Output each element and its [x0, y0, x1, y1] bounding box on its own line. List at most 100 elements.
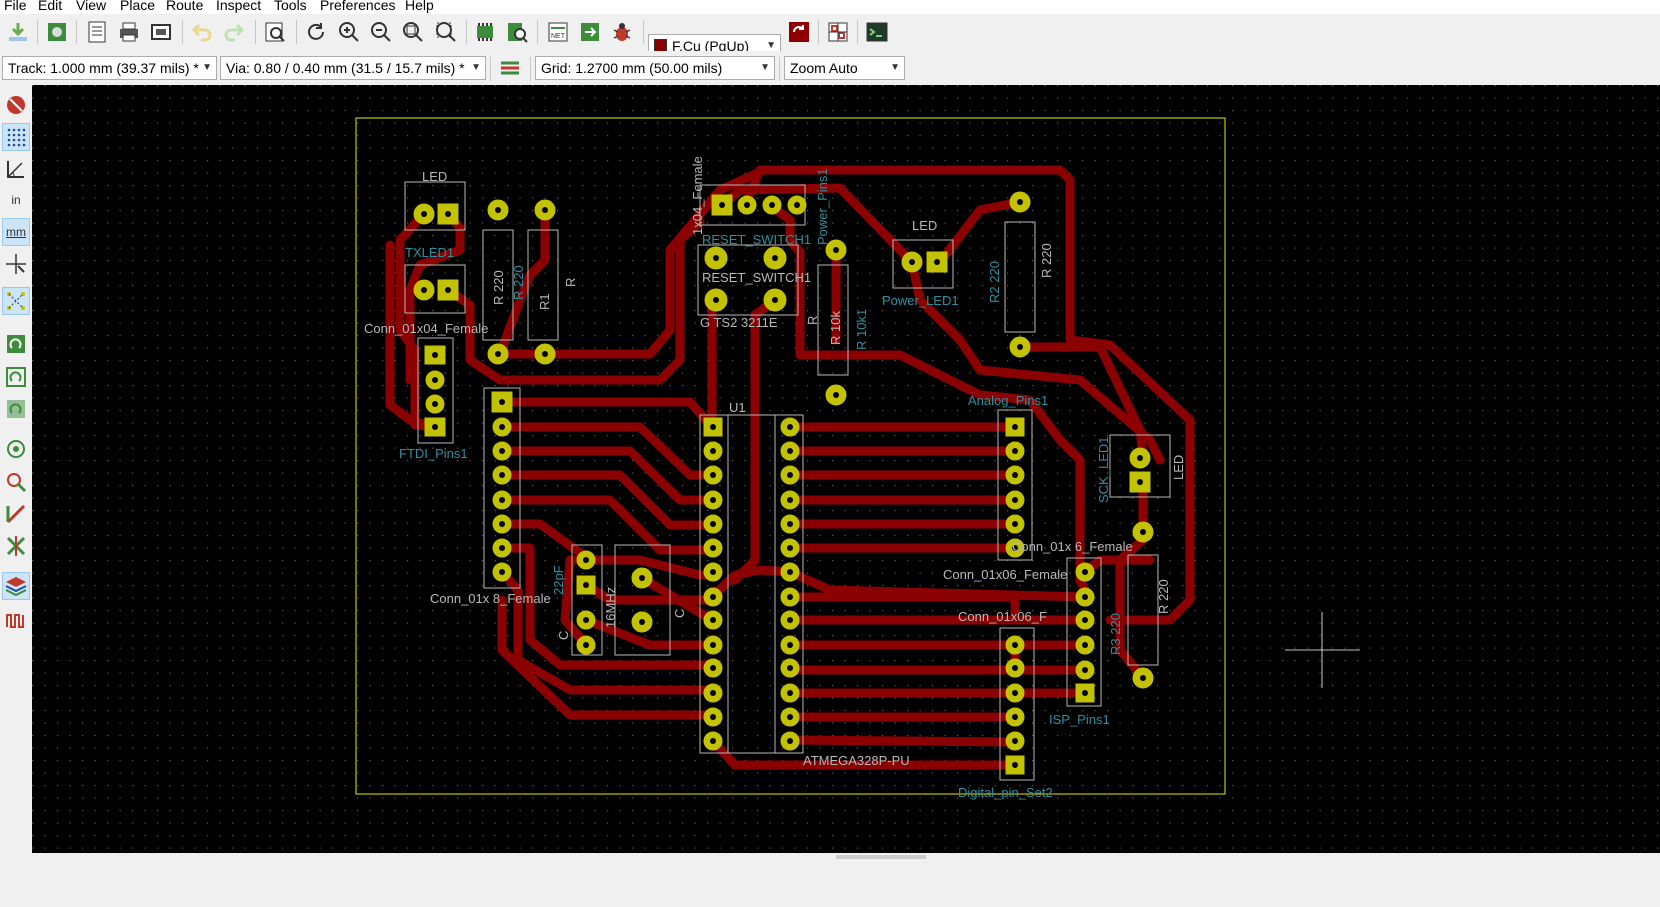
horizontal-scrollbar[interactable]	[836, 855, 926, 859]
scripting-console-icon[interactable]	[863, 18, 891, 46]
zoom-select[interactable]: Zoom Auto▼	[784, 56, 905, 80]
label-conn-01x06-b: Conn_01x06_Female	[943, 567, 1067, 582]
zone-outline-icon[interactable]	[2, 363, 30, 391]
main-toolbar: NET F.Cu (PgUp) ▼	[0, 14, 1660, 58]
update-pcb-icon[interactable]	[576, 18, 604, 46]
label-c22: 22pF	[551, 565, 566, 595]
label-reset-switch-2: RESET_SWITCH1	[702, 270, 811, 285]
label-led-top: LED	[422, 169, 447, 184]
grid-background	[32, 85, 1660, 853]
units-mm-button[interactable]: mm	[2, 218, 30, 246]
via-size-value: Via: 0.80 / 0.40 mm (31.5 / 15.7 mils) *	[226, 60, 465, 76]
grid-select[interactable]: Grid: 1.2700 mm (50.00 mils) ▼	[535, 56, 775, 80]
via-sketch-icon[interactable]	[2, 468, 30, 496]
save-icon[interactable]	[4, 18, 32, 46]
zone-hide-icon[interactable]	[2, 395, 30, 423]
board-edge-outline	[355, 117, 1226, 795]
chevron-down-icon: ▼	[766, 40, 776, 51]
label-led-sck: LED	[1171, 455, 1186, 480]
menu-bar: File Edit View Place Route Inspect Tools…	[0, 0, 1660, 14]
label-ts2: G TS2 3211E	[700, 315, 778, 330]
microwave-tools-icon[interactable]	[824, 18, 852, 46]
via-size-select[interactable]: Via: 0.80 / 0.40 mm (31.5 / 15.7 mils) *…	[220, 56, 486, 80]
label-sck-led: SCK_LED1	[1096, 437, 1111, 503]
label-ftdi: FTDI_Pins1	[399, 446, 468, 461]
high-contrast-icon[interactable]	[2, 532, 30, 560]
footprint-editor-icon[interactable]	[471, 18, 499, 46]
units-inch-label: in	[11, 193, 21, 207]
menu-help[interactable]: Help	[405, 0, 434, 13]
label-conn-01x06-a: Conn_01x 6_Female	[1012, 539, 1133, 554]
label-conn-1x04: Conn_01x04_Female	[364, 321, 488, 336]
label-isp-pins: ISP_Pins1	[1049, 712, 1110, 727]
chevron-down-icon: ▼	[890, 62, 900, 73]
label-r-right: R	[563, 278, 578, 287]
label-r10k1: R 10k1	[854, 309, 869, 350]
menu-file[interactable]: File	[4, 0, 27, 13]
page-settings-icon[interactable]	[83, 18, 111, 46]
pad-sketch-icon[interactable]	[2, 435, 30, 463]
layer-pair-icon[interactable]	[785, 18, 813, 46]
zoom-selection-icon[interactable]	[432, 18, 460, 46]
menu-inspect[interactable]: Inspect	[216, 0, 262, 13]
label-led-power: LED	[912, 218, 937, 233]
label-r3: R3 220	[1108, 613, 1123, 655]
grid-toggle-icon[interactable]	[2, 123, 30, 151]
layers-manager-icon[interactable]	[2, 572, 30, 600]
label-rleft: R	[805, 316, 820, 325]
netlist-icon[interactable]: NET	[544, 18, 572, 46]
label-r220a: R 220	[491, 270, 506, 305]
label-analog-pins: Analog_Pins1	[968, 393, 1048, 408]
label-rx: R 220	[1156, 579, 1171, 614]
menu-tools[interactable]: Tools	[274, 0, 307, 13]
label-r220b: R 220	[511, 265, 526, 300]
bottom-scrollbar-area	[0, 853, 1660, 907]
drc-off-icon[interactable]	[2, 91, 30, 119]
label-power-led: Power_LED1	[882, 293, 959, 308]
label-digital-pin-set2: Digital_pin_Set2	[958, 785, 1053, 800]
microwave-toolbar-icon[interactable]	[2, 605, 30, 633]
show-ratsnest-icon[interactable]	[2, 287, 30, 315]
track-width-select[interactable]: Track: 1.000 mm (39.37 mils) *▼	[2, 56, 217, 80]
menu-place[interactable]: Place	[120, 0, 156, 13]
redo-icon[interactable]	[220, 18, 248, 46]
chevron-down-icon: ▼	[202, 62, 212, 73]
units-inch-button[interactable]: in	[2, 186, 30, 214]
chevron-down-icon: ▼	[760, 62, 770, 73]
menu-route[interactable]: Route	[166, 0, 204, 13]
zoom-fit-icon[interactable]	[399, 18, 427, 46]
undo-icon[interactable]	[188, 18, 216, 46]
layer-select-value: F.Cu (PgUp)	[672, 38, 750, 54]
label-c1: C	[556, 631, 571, 640]
label-r-220-right: R 220	[1039, 243, 1054, 278]
menu-preferences[interactable]: Preferences	[320, 0, 396, 13]
track-sketch-icon[interactable]	[2, 500, 30, 528]
refresh-icon[interactable]	[302, 18, 330, 46]
cursor-shape-icon[interactable]	[2, 250, 30, 278]
drc-bug-icon[interactable]	[608, 18, 636, 46]
label-crystal: 16MHz	[603, 587, 618, 628]
menu-view[interactable]: View	[76, 0, 107, 13]
svg-text:NET: NET	[551, 33, 566, 40]
zone-fill-icon[interactable]	[2, 330, 30, 358]
plot-icon[interactable]	[147, 18, 175, 46]
zoom-out-icon[interactable]	[367, 18, 395, 46]
print-icon[interactable]	[115, 18, 143, 46]
polar-coords-icon[interactable]	[2, 155, 30, 183]
pads	[413, 191, 1154, 775]
find-icon[interactable]	[261, 18, 289, 46]
label-r1: R1	[537, 293, 552, 310]
footprint-browser-icon[interactable]	[503, 18, 531, 46]
label-txled: TXLED1	[405, 245, 454, 260]
board-setup-icon[interactable]	[43, 18, 71, 46]
zoom-in-icon[interactable]	[335, 18, 363, 46]
label-r2-220: R2 220	[987, 261, 1002, 303]
auto-track-width-icon[interactable]	[496, 54, 524, 82]
pcb-canvas[interactable]: LED TXLED1 Conn_01x04_Female FTDI_Pins1 …	[32, 85, 1660, 853]
track-width-value: Track: 1.000 mm (39.37 mils) *	[8, 60, 199, 76]
aux-toolbar: Track: 1.000 mm (39.37 mils) *▼ Via: 0.8…	[0, 51, 1660, 85]
label-power-pins: Power_Pins1	[815, 168, 830, 245]
label-reset-switch-1: RESET_SWITCH1	[702, 232, 811, 247]
menu-edit[interactable]: Edit	[38, 0, 63, 13]
grid-value: Grid: 1.2700 mm (50.00 mils)	[541, 60, 723, 76]
